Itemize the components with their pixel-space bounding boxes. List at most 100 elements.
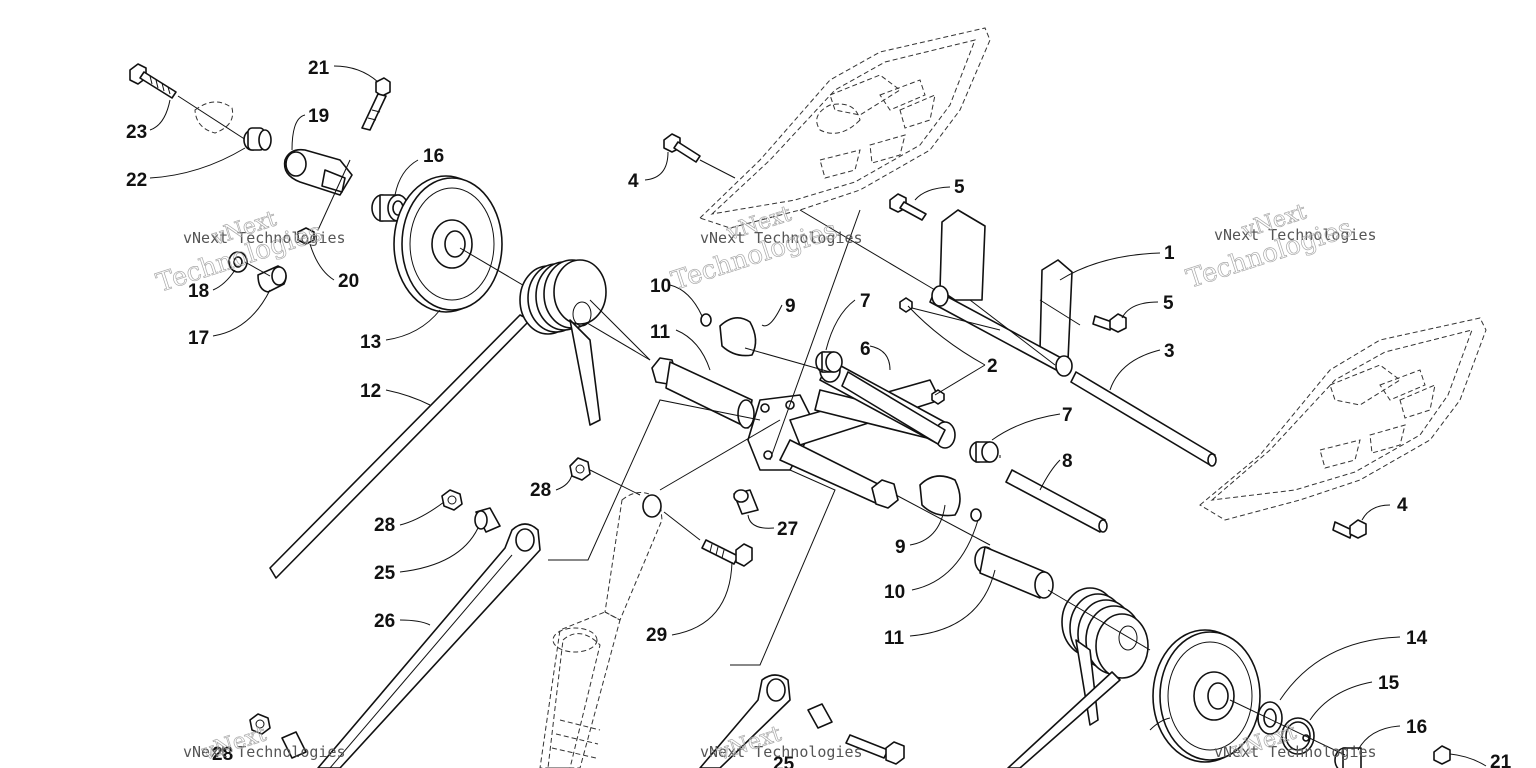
watermark-left: vNext Technologies vNext Technologies [153, 206, 346, 299]
pin-2 [899, 297, 945, 405]
rail-frame-lower [1199, 317, 1487, 521]
callout-10-lower: 10 [884, 582, 905, 603]
pin-17 [257, 265, 287, 293]
wheel-13 [393, 175, 503, 313]
leader-lines [149, 65, 1487, 767]
link-26 [317, 523, 541, 768]
callout-23: 23 [126, 122, 147, 143]
bolt-4-upper [663, 133, 736, 179]
callout-16-lower: 16 [1406, 717, 1427, 738]
callout-11-upper: 11 [650, 322, 671, 343]
spring-lower [1007, 587, 1149, 768]
washer-18 [228, 251, 248, 273]
watermark-bottom-right: vNext Technologies vNext [1214, 719, 1377, 764]
callout-3: 3 [1164, 341, 1175, 362]
cushion-9-lower [919, 475, 961, 517]
spacer-lower-right [807, 703, 833, 729]
watermark-brand-right: vNext Technologies [1214, 226, 1377, 244]
callout-26: 26 [374, 611, 395, 632]
shaft-11-lower [974, 546, 1054, 599]
block-19 [283, 148, 353, 196]
watermark-brand-bottom-center: vNext Technologies [700, 743, 863, 761]
bushing-7-upper [815, 351, 843, 373]
bolt-23 [129, 63, 247, 141]
bushing-27 [733, 489, 759, 515]
pin-6 [841, 371, 946, 445]
bushing-7-lower [969, 441, 999, 463]
callout-17: 17 [188, 328, 209, 349]
nut-20 [297, 227, 315, 245]
ring-15 [1281, 717, 1315, 755]
callout-28-lower: 28 [212, 744, 233, 765]
callout-21-lower: 21 [1490, 752, 1512, 768]
watermark-brand-bottom-left: vNext Technologies [183, 743, 346, 761]
callout-7-upper: 7 [860, 291, 871, 312]
callout-25-upper: 25 [374, 563, 396, 584]
callout-14: 14 [1406, 628, 1428, 649]
callout-5-upper: 5 [954, 177, 965, 198]
clip-10-upper [700, 313, 712, 327]
bolt-4-lower [1332, 519, 1367, 539]
callout-25-lower: 25 [773, 754, 795, 768]
bolt-21-upper [361, 77, 391, 131]
bracket-1 [929, 209, 1073, 377]
callout-12: 12 [360, 381, 381, 402]
clip-10-lower [970, 508, 982, 522]
watermark-brand-center: vNext Technologies [700, 229, 863, 247]
callout-22: 22 [126, 170, 147, 191]
callout-4-upper: 4 [628, 171, 639, 192]
callout-6: 6 [860, 339, 871, 360]
callout-13: 13 [360, 332, 381, 353]
callout-29: 29 [646, 625, 667, 646]
nut-28-lower [249, 713, 271, 735]
shock-absorber [539, 492, 663, 768]
callout-15: 15 [1378, 673, 1400, 694]
callout-21-upper: 21 [308, 58, 330, 79]
nut-28-upper [569, 457, 591, 481]
bolt-lower-right [845, 734, 905, 765]
callout-16-upper: 16 [423, 146, 444, 167]
bolt-5-upper [889, 193, 927, 221]
bolt-21-lower [1433, 745, 1451, 765]
callout-7-lower: 7 [1062, 405, 1073, 426]
callout-27: 27 [777, 519, 798, 540]
assembly-lines [244, 159, 1346, 756]
callouts: 1 2 3 4 4 5 5 6 7 7 8 9 9 10 10 11 11 12… [126, 58, 1512, 768]
nut-28-mid [441, 489, 463, 511]
watermark-center: vNext Technologies vNext Technologies [668, 201, 863, 297]
callout-28-mid: 28 [374, 515, 395, 536]
pin-8 [1005, 469, 1108, 533]
shaft-11-upper [651, 357, 755, 429]
watermark-bottom-center: vNext Technologies vNext [700, 721, 863, 766]
callout-11-lower: 11 [884, 628, 905, 649]
wheel-lower [1152, 629, 1261, 763]
callout-20: 20 [338, 271, 359, 292]
bolt-29 [701, 539, 753, 567]
callout-9-upper: 9 [785, 296, 796, 317]
watermark-brand-left: vNext Technologies [183, 229, 346, 247]
bolt-5-lower [1092, 313, 1127, 333]
watermark-right: vNext Technologies vNext Technologies [1183, 199, 1377, 295]
link-arm-lower [699, 674, 791, 768]
callout-9-lower: 9 [895, 537, 906, 558]
callout-1: 1 [1164, 243, 1175, 264]
callout-5-lower: 5 [1163, 293, 1174, 314]
bushing-16-upper [371, 194, 409, 222]
callout-2: 2 [987, 356, 998, 377]
callout-8: 8 [1062, 451, 1073, 472]
spacer-25-upper [474, 507, 501, 533]
rail-frame-upper [699, 27, 991, 229]
spring-12 [269, 259, 607, 579]
callout-19: 19 [308, 106, 329, 127]
watermark-brand-bottom-right: vNext Technologies [1214, 743, 1377, 761]
callout-4-lower: 4 [1397, 495, 1408, 516]
spacer-22 [194, 101, 272, 151]
callout-10-upper: 10 [650, 276, 671, 297]
callout-18: 18 [188, 281, 209, 302]
cushion-9-upper [719, 317, 757, 357]
spacer-25-lower [281, 731, 307, 759]
bearing-14 [1257, 701, 1283, 735]
callout-28-upper: 28 [530, 480, 551, 501]
shaft-3 [1070, 371, 1217, 467]
